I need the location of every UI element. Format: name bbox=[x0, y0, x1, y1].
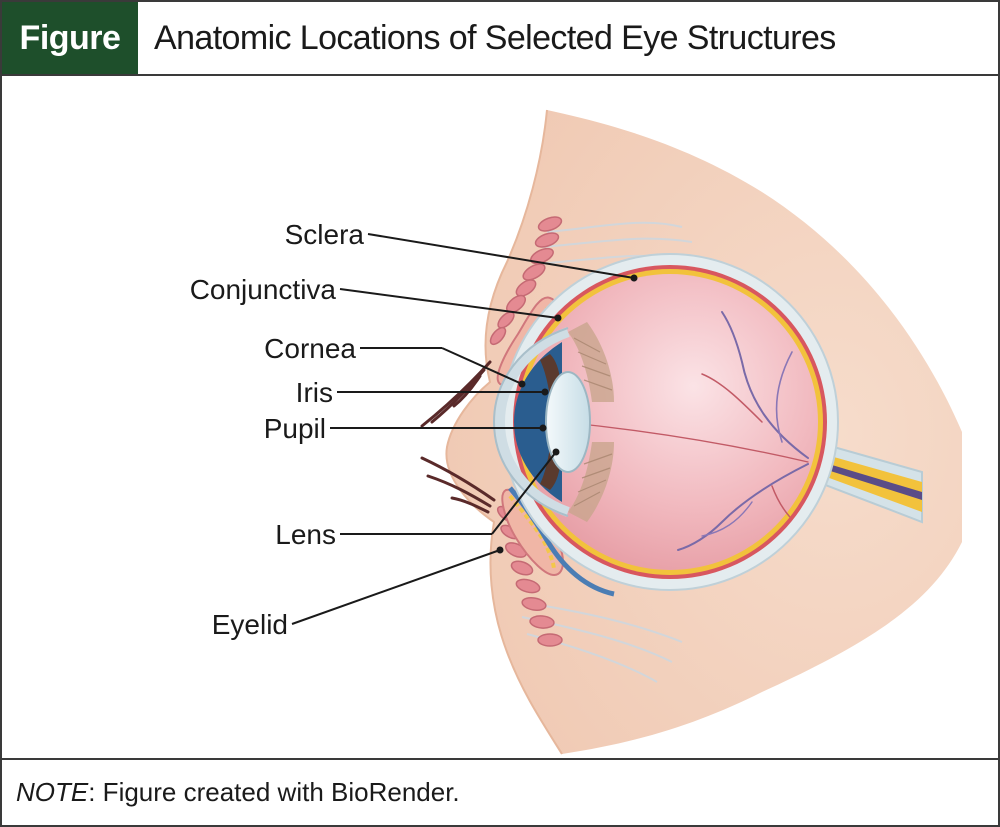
conjunctiva-leader bbox=[339, 288, 559, 319]
figure-footer: NOTE: Figure created with BioRender. bbox=[2, 758, 998, 825]
label-cornea: Cornea bbox=[264, 333, 356, 364]
figure-title: Anatomic Locations of Selected Eye Struc… bbox=[154, 19, 836, 57]
lens-dot bbox=[552, 448, 560, 456]
ciliary-body-lower bbox=[568, 442, 614, 522]
eye-diagram: Sclera Conjunctiva Cornea Iris Pupil Len… bbox=[190, 109, 962, 755]
eyelid-dot bbox=[496, 546, 504, 554]
label-conjunctiva: Conjunctiva bbox=[190, 274, 337, 305]
label-eyelid: Eyelid bbox=[212, 609, 288, 640]
label-iris: Iris bbox=[296, 377, 333, 408]
leader-lines bbox=[291, 233, 635, 625]
label-sclera: Sclera bbox=[285, 219, 365, 250]
lens-shape bbox=[545, 371, 591, 473]
lens-leader-2 bbox=[491, 451, 557, 535]
iris-dot bbox=[541, 388, 549, 396]
retinal-vessels bbox=[561, 311, 809, 551]
skin-contour bbox=[445, 109, 563, 755]
cornea-dot bbox=[518, 380, 526, 388]
figure-header: Figure Anatomic Locations of Selected Ey… bbox=[2, 2, 998, 76]
eyelid-leader bbox=[291, 549, 501, 625]
cornea-leader-2 bbox=[441, 347, 523, 385]
sclera-leader bbox=[367, 233, 635, 279]
note-text: : Figure created with BioRender. bbox=[88, 777, 460, 807]
cornea-shape bbox=[494, 327, 570, 517]
label-lens: Lens bbox=[275, 519, 336, 550]
lower-meibomian-gland bbox=[508, 494, 556, 571]
ciliary-body-upper bbox=[568, 322, 614, 402]
label-pupil: Pupil bbox=[264, 413, 326, 444]
cornea-outline bbox=[492, 327, 569, 517]
eyelid-muscle-upper bbox=[489, 216, 563, 346]
conjunctiva-dot bbox=[554, 314, 562, 322]
ciliary-folds bbox=[573, 337, 613, 507]
leader-dots bbox=[496, 274, 638, 554]
pupil-dot bbox=[539, 424, 547, 432]
sclera-dot bbox=[630, 274, 638, 282]
figure-tag: Figure bbox=[2, 2, 138, 74]
note-label: NOTE bbox=[16, 777, 89, 807]
